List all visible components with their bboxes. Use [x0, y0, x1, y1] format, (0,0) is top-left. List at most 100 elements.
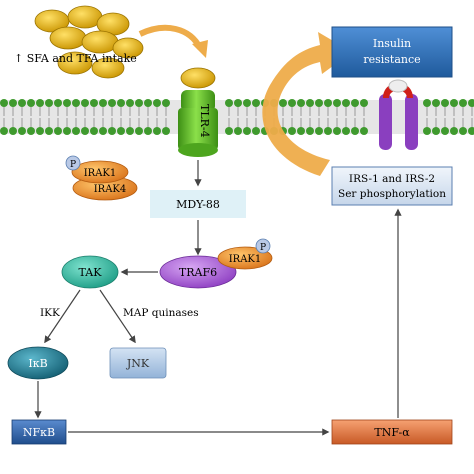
membrane-head	[279, 99, 287, 107]
ikb-node: IκB	[7, 346, 69, 380]
membrane-head	[117, 127, 125, 135]
membrane-head	[459, 99, 467, 107]
membrane-head	[225, 127, 233, 135]
membrane-head	[432, 99, 440, 107]
membrane-head	[315, 127, 323, 135]
membrane-head	[288, 99, 296, 107]
membrane-head	[45, 127, 53, 135]
tak-label: TAK	[79, 266, 103, 279]
membrane-head	[450, 127, 458, 135]
membrane-head	[351, 99, 359, 107]
tak-to-ikb-arrow	[44, 289, 81, 344]
traf6-label: TRAF6	[179, 266, 217, 279]
membrane-head	[468, 127, 474, 135]
membrane-head	[450, 99, 458, 107]
irak-complex-top: P IRAK1 IRAK4	[65, 155, 138, 201]
membrane-head	[108, 127, 116, 135]
irs-box: IRS-1 and IRS-2 Ser phosphorylation	[331, 166, 453, 206]
jnk-label: JNK	[126, 357, 150, 370]
mdy88-label: MDY-88	[176, 198, 220, 211]
membrane-head	[243, 127, 251, 135]
insulin-resistance-line2: resistance	[363, 53, 420, 66]
membrane-head	[36, 127, 44, 135]
membrane-head	[144, 99, 152, 107]
membrane-head	[144, 127, 152, 135]
membrane-head	[243, 99, 251, 107]
membrane-head	[342, 99, 350, 107]
ikb-label: IκB	[28, 357, 47, 370]
membrane-head	[162, 99, 170, 107]
nfkb-label: NFκB	[23, 426, 55, 439]
membrane-head	[333, 99, 341, 107]
membrane-head	[0, 127, 8, 135]
insulin-receptor	[379, 79, 418, 150]
membrane-head	[315, 99, 323, 107]
membrane-head	[441, 127, 449, 135]
membrane-head	[72, 127, 80, 135]
membrane-head	[423, 127, 431, 135]
membrane-head	[126, 127, 134, 135]
membrane-head	[54, 127, 62, 135]
membrane-head	[468, 99, 474, 107]
membrane-head	[63, 99, 71, 107]
traf6-complex: TRAF6 IRAK1 P	[159, 238, 273, 289]
tlr4-receptor: TLR-4	[178, 90, 218, 157]
membrane-head	[342, 127, 350, 135]
irak1-right-label: IRAK1	[229, 254, 262, 265]
membrane-head	[45, 99, 53, 107]
membrane-head	[306, 99, 314, 107]
membrane-head	[81, 99, 89, 107]
membrane-head	[81, 127, 89, 135]
membrane-head	[324, 127, 332, 135]
tnf-node: TNF-α	[331, 419, 453, 445]
membrane-head	[252, 99, 260, 107]
membrane-head	[162, 127, 170, 135]
feedback-arrow	[262, 32, 352, 176]
membrane-head	[90, 127, 98, 135]
membrane-head	[432, 127, 440, 135]
lipid-cluster	[34, 5, 144, 79]
nfkb-node: NFκB	[11, 419, 67, 445]
membrane-head	[36, 99, 44, 107]
ikk-label: IKK	[40, 307, 60, 319]
membrane-head	[135, 99, 143, 107]
membrane-head	[459, 127, 467, 135]
membrane-head	[126, 99, 134, 107]
membrane-head	[9, 99, 17, 107]
membrane-head	[18, 127, 26, 135]
membrane-head	[351, 127, 359, 135]
membrane-head	[9, 127, 17, 135]
membrane-head	[0, 99, 8, 107]
membrane-head	[90, 99, 98, 107]
membrane-head	[234, 99, 242, 107]
map-quinases-label: MAP quinases	[123, 307, 199, 319]
membrane-head	[27, 99, 35, 107]
membrane-head	[27, 127, 35, 135]
membrane-head	[441, 99, 449, 107]
membrane-head	[234, 127, 242, 135]
tnf-label: TNF-α	[374, 426, 410, 439]
membrane-head	[288, 127, 296, 135]
tak-node: TAK	[61, 255, 119, 289]
membrane-head	[54, 99, 62, 107]
cell-membrane	[0, 99, 474, 135]
irak4-label: IRAK4	[94, 184, 127, 195]
membrane-head	[72, 99, 80, 107]
membrane-head	[297, 127, 305, 135]
membrane-head	[117, 99, 125, 107]
irs-line1: IRS-1 and IRS-2	[349, 173, 435, 185]
membrane-head	[252, 127, 260, 135]
jnk-node: JNK	[109, 347, 167, 379]
membrane-head	[99, 99, 107, 107]
membrane-head	[360, 127, 368, 135]
membrane-head	[324, 99, 332, 107]
membrane-head	[99, 127, 107, 135]
irak1-top-label: IRAK1	[84, 168, 117, 179]
membrane-head	[225, 99, 233, 107]
receptor-label: TLR-4	[198, 104, 211, 138]
phospho-top: P	[70, 160, 76, 170]
mdy88-box: MDY-88	[150, 190, 246, 218]
membrane-head	[18, 99, 26, 107]
membrane-head	[297, 99, 305, 107]
